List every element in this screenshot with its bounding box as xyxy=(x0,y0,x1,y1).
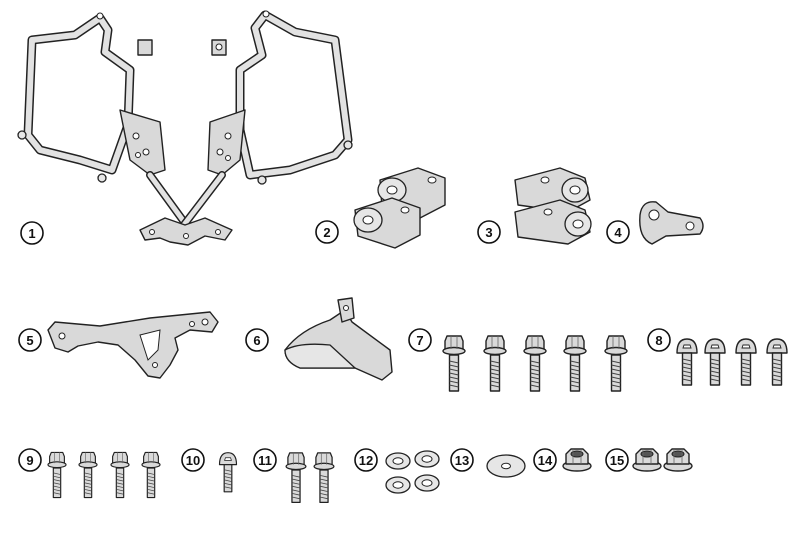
callout-3: 3 xyxy=(477,220,501,244)
part-14-nut xyxy=(562,448,592,472)
callout-15: 15 xyxy=(605,448,629,472)
callout-13-label: 13 xyxy=(455,453,469,468)
callout-5-label: 5 xyxy=(26,333,33,348)
callout-7-label: 7 xyxy=(416,333,423,348)
callout-9: 9 xyxy=(18,448,42,472)
part-6-deflector xyxy=(284,297,393,381)
callout-6: 6 xyxy=(245,328,269,352)
callout-11-label: 11 xyxy=(258,453,272,468)
callout-10: 10 xyxy=(181,448,205,472)
part-9-bolts xyxy=(47,451,161,499)
frame-base-plate xyxy=(139,217,233,246)
callout-10-label: 10 xyxy=(186,453,200,468)
callout-15-label: 15 xyxy=(610,453,624,468)
part-5-bracket xyxy=(47,311,219,379)
callout-14-label: 14 xyxy=(538,453,553,468)
callout-1: 1 xyxy=(20,221,44,245)
callout-8: 8 xyxy=(647,328,671,352)
callout-1-label: 1 xyxy=(28,226,35,241)
callout-7: 7 xyxy=(408,328,432,352)
callout-8-label: 8 xyxy=(655,333,662,348)
part-7-bolts xyxy=(442,335,628,392)
callout-13: 13 xyxy=(450,448,474,472)
part-10-allen-bolt xyxy=(218,452,238,493)
part-13-washer xyxy=(486,454,526,478)
callout-6-label: 6 xyxy=(253,333,260,348)
part-2-spacers xyxy=(353,167,446,249)
callout-3-label: 3 xyxy=(485,225,492,240)
part-1-side-frames xyxy=(17,10,353,246)
callout-12-label: 12 xyxy=(359,453,373,468)
callout-2-label: 2 xyxy=(323,225,330,240)
callout-9-label: 9 xyxy=(26,453,33,468)
callout-12: 12 xyxy=(354,448,378,472)
right-side-frame xyxy=(176,10,353,234)
left-side-frame xyxy=(17,12,194,234)
callout-4-label: 4 xyxy=(614,225,622,240)
part-8-allen-bolts xyxy=(676,338,788,386)
part-11-bolts xyxy=(285,452,335,504)
callout-4: 4 xyxy=(606,220,630,244)
callout-11: 11 xyxy=(253,448,277,472)
callout-2: 2 xyxy=(315,220,339,244)
callout-14: 14 xyxy=(533,448,557,472)
part-15-nuts xyxy=(632,448,693,472)
part-3-spacers xyxy=(514,167,592,245)
callout-5: 5 xyxy=(18,328,42,352)
part-4-tab xyxy=(639,201,704,245)
part-12-washers xyxy=(385,450,440,494)
